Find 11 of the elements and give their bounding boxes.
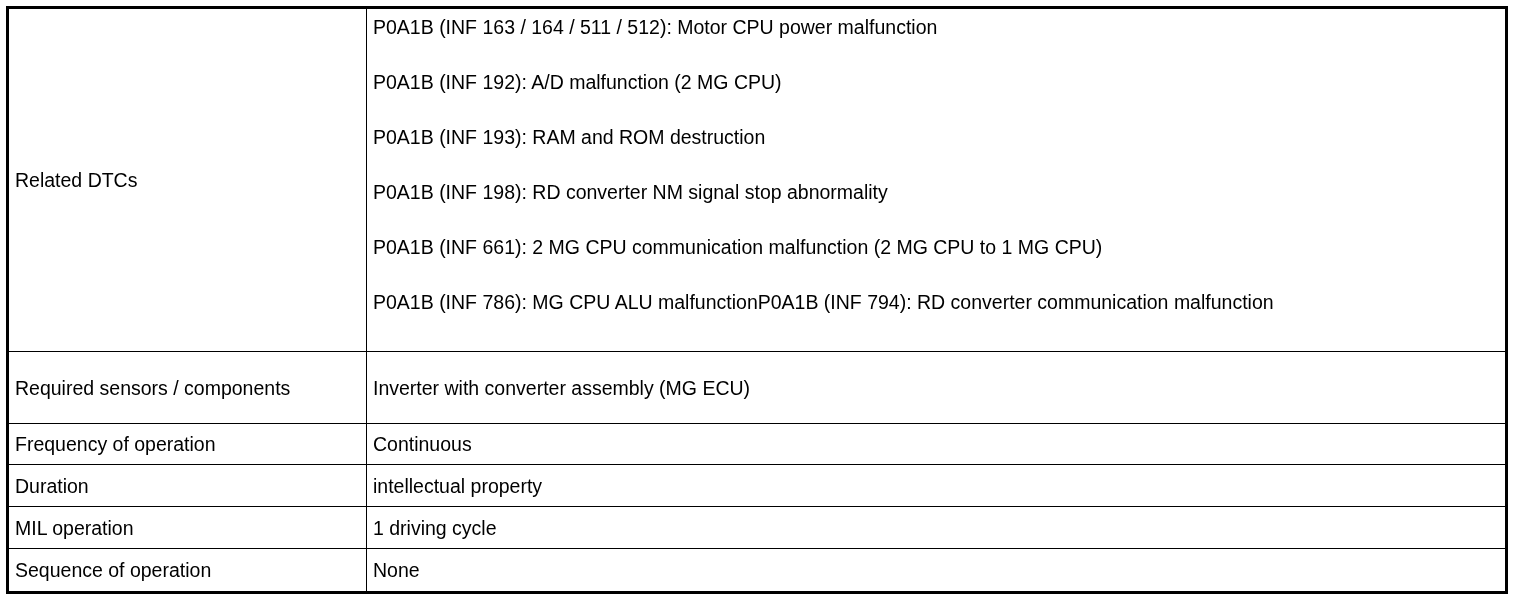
table-cell: Required sensors / components xyxy=(7,351,367,424)
dtc-entry: P0A1B (INF 786): MG CPU ALU malfunctionP0A1B (INF 794): RD converter communication malfunction xyxy=(373,290,1275,314)
dtc-entry: P0A1B (INF 198): RD converter NM signal stop abnormality xyxy=(373,180,889,204)
table-cell: MIL operation xyxy=(7,506,367,549)
dtc-entry: P0A1B (INF 192): A/D malfunction (2 MG CPU) xyxy=(373,70,783,94)
table-cell: Duration xyxy=(7,464,367,507)
dtc-entry: P0A1B (INF 163 / 164 / 511 / 512): Motor CPU power malfunction xyxy=(373,15,939,39)
dtc-entry: P0A1B (INF 661): 2 MG CPU communication malfunction (2 MG CPU to 1 MG CPU) xyxy=(373,235,1104,259)
table-cell: Related DTCs xyxy=(7,7,367,352)
table-cell: Frequency of operation xyxy=(7,423,367,465)
dtc-entry: P0A1B (INF 193): RAM and ROM destruction xyxy=(373,125,767,149)
